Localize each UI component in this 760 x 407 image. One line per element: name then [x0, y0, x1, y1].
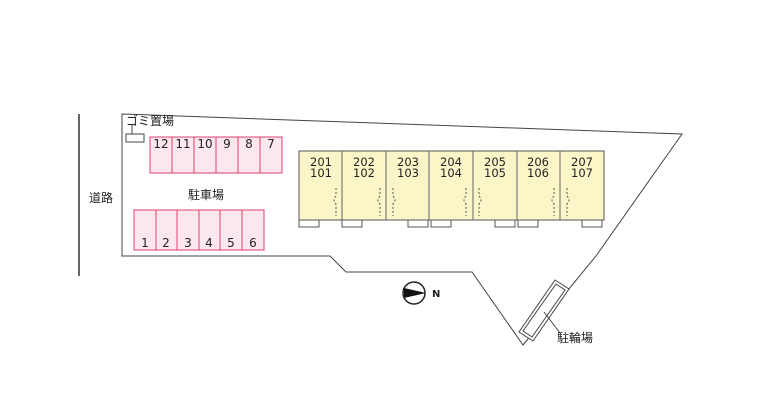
- unit-lower: 104: [440, 166, 462, 180]
- unit-202-102: 202 102: [353, 155, 375, 180]
- north-compass-icon: N: [402, 281, 440, 305]
- unit-lower: 103: [397, 166, 419, 180]
- entrance-steps: [298, 219, 603, 228]
- parking-space-11: 11: [175, 137, 190, 151]
- bicycle-parking: [518, 279, 570, 342]
- unit-upper: 201: [310, 155, 332, 169]
- compass-letter: N: [432, 289, 440, 300]
- road-label: 道路: [89, 190, 113, 205]
- parking-space-6: 6: [249, 236, 257, 250]
- unit-upper: 204: [440, 155, 462, 169]
- unit-lower: 106: [527, 166, 549, 180]
- parking-space-3: 3: [184, 236, 192, 250]
- unit-dividers: [341, 151, 561, 220]
- bicycle-label: 駐輪場: [557, 330, 593, 345]
- unit-lower: 102: [353, 166, 375, 180]
- parking-top-dividers: [171, 137, 261, 173]
- unit-207-107: 207 107: [571, 155, 593, 180]
- parking-space-5: 5: [227, 236, 235, 250]
- parking-bottom-dividers: [155, 210, 243, 250]
- garbage-area: [125, 133, 145, 143]
- garbage-label: ゴミ置場: [126, 113, 174, 128]
- unit-upper: 203: [397, 155, 419, 169]
- parking-space-2: 2: [162, 236, 170, 250]
- unit-205-105: 205 105: [484, 155, 506, 180]
- unit-lower: 105: [484, 166, 506, 180]
- unit-lower: 101: [310, 166, 332, 180]
- unit-lower: 107: [571, 166, 593, 180]
- bicycle-parking-inner: [522, 283, 566, 338]
- unit-upper: 202: [353, 155, 375, 169]
- unit-206-106: 206 106: [527, 155, 549, 180]
- parking-space-1: 1: [141, 236, 149, 250]
- unit-201-101: 201 101: [310, 155, 332, 180]
- unit-upper: 207: [571, 155, 593, 169]
- bicycle-pointer: [543, 311, 561, 334]
- unit-203-103: 203 103: [397, 155, 419, 180]
- unit-upper: 206: [527, 155, 549, 169]
- apartment-building: [298, 150, 605, 221]
- parking-space-12: 12: [153, 137, 168, 151]
- entry-paths: [333, 188, 570, 216]
- unit-upper: 205: [484, 155, 506, 169]
- parking-space-9: 9: [223, 137, 231, 151]
- unit-204-104: 204 104: [440, 155, 462, 180]
- parking-space-7: 7: [267, 137, 275, 151]
- parking-space-4: 4: [205, 236, 213, 250]
- parking-label: 駐車場: [188, 187, 224, 202]
- parking-space-10: 10: [197, 137, 212, 151]
- parking-space-8: 8: [245, 137, 253, 151]
